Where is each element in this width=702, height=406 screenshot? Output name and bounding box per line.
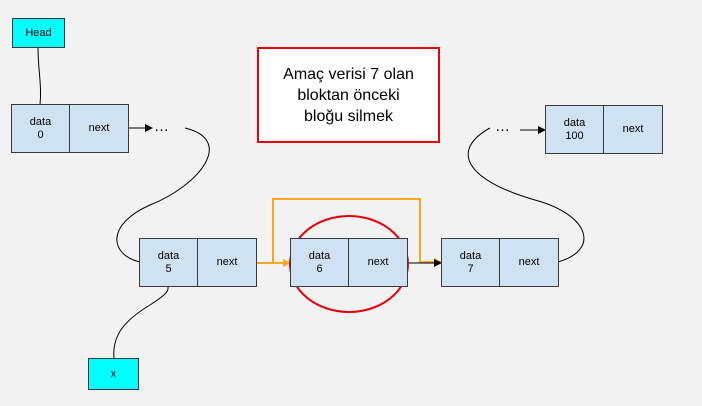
- goal-textbox: Amaç verisi 7 olan bloktan önceki bloğu …: [257, 47, 440, 143]
- node-6-data-cell: data 6: [291, 239, 349, 286]
- node-5-next-cell: next: [198, 239, 256, 286]
- node-0-value: 0: [37, 128, 44, 141]
- node-6-next-label: next: [367, 256, 389, 268]
- node-0-next-cell: next: [70, 105, 128, 152]
- node-100: data 100 next: [545, 105, 663, 154]
- node-5-next-label: next: [216, 256, 238, 268]
- goal-line-3: bloğu silmek: [304, 107, 393, 125]
- curve-from-node7: [467, 127, 585, 263]
- node-6-next-cell: next: [349, 239, 407, 286]
- node-7-data-label: data: [459, 249, 482, 262]
- node-5: data 5 next: [139, 238, 257, 287]
- node-6: data 6 next: [290, 238, 408, 287]
- node-100-data-cell: data 100: [546, 106, 604, 153]
- node-6-data-label: data: [308, 249, 331, 262]
- node-7: data 7 next: [441, 238, 559, 287]
- ellipsis-right: …: [495, 118, 511, 135]
- curve-to-node5: [116, 127, 210, 263]
- node-5-data-cell: data 5: [140, 239, 198, 286]
- node-5-value: 5: [165, 262, 172, 275]
- node-0: data 0 next: [11, 104, 129, 153]
- node-0-data-label: data: [29, 115, 52, 128]
- goal-line-1: Amaç verisi 7 olan: [283, 65, 414, 83]
- x-link: [113, 286, 169, 359]
- node-7-data-cell: data 7: [442, 239, 500, 286]
- node-100-value: 100: [565, 129, 584, 142]
- bypass-arrow: [272, 198, 442, 266]
- node-100-data-label: data: [563, 116, 586, 129]
- goal-line-2: bloktan önceki: [297, 86, 400, 104]
- node-6-value: 6: [316, 262, 323, 275]
- x-label: x: [88, 358, 139, 390]
- node-0-next-label: next: [88, 122, 110, 134]
- node-5-data-label: data: [157, 249, 180, 262]
- node-100-next-cell: next: [604, 106, 662, 153]
- node-7-next-label: next: [518, 256, 540, 268]
- node-7-next-cell: next: [500, 239, 558, 286]
- node-0-data-cell: data 0: [12, 105, 70, 152]
- ellipsis-left: …: [154, 118, 170, 135]
- head-link: [37, 47, 42, 106]
- node-100-next-label: next: [622, 123, 644, 135]
- head-label: Head: [12, 18, 65, 48]
- node-7-value: 7: [467, 262, 474, 275]
